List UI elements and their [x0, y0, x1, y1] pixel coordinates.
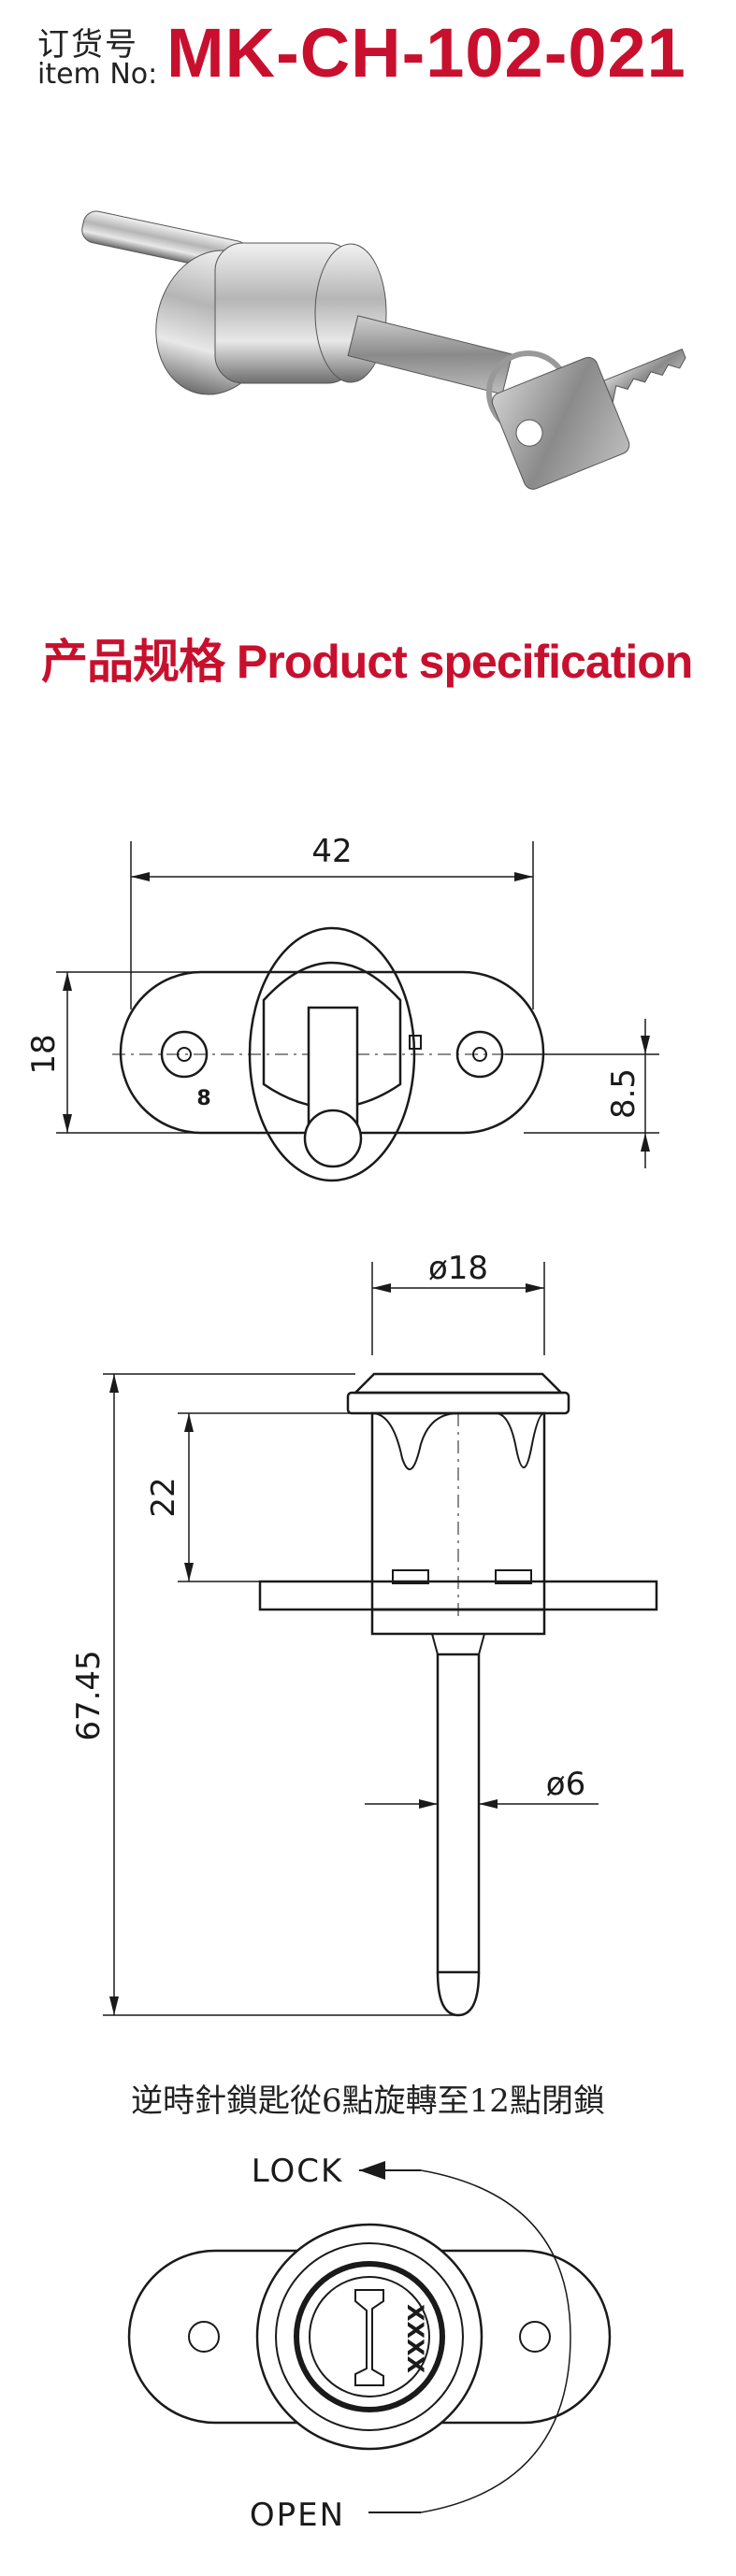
- front-view-drawing: 42 18 8.5 8: [25, 833, 659, 1182]
- flange-outline: [119, 970, 545, 1135]
- model-number: MK-CH-102-021: [166, 14, 686, 92]
- keyway-shape: [354, 2289, 384, 2386]
- dim-total-length-text: 67.45: [70, 1650, 108, 1740]
- code-label: XXXX: [402, 2304, 428, 2374]
- rotation-caption: 逆時針鎖匙從6點旋轉至12點閉鎖: [131, 2082, 605, 2120]
- dim-shaft-text: ø6: [546, 1766, 585, 1803]
- shaft-outline: [436, 1653, 481, 1974]
- mark-text: 8: [196, 1087, 210, 1110]
- dim-diameter-text: ø18: [428, 1250, 488, 1287]
- lock-with-keys-photo: [81, 210, 686, 490]
- lock-arrow-icon: [359, 2161, 385, 2180]
- item-number-label-cn: 订货号: [37, 26, 138, 64]
- rotation-flange-outline: [127, 2249, 612, 2425]
- key-blade-shape: [347, 315, 513, 395]
- open-label: OPEN: [250, 2497, 345, 2534]
- key-head-shape: [491, 356, 630, 490]
- side-view-drawing: ø18 22 67.45 ø6: [70, 1250, 658, 2017]
- spec-title: 产品规格 Product specification: [41, 636, 693, 688]
- dim-height-text: 18: [25, 1034, 63, 1074]
- key-teeth-shape: [603, 348, 686, 405]
- item-number-label-en: item No:: [37, 58, 158, 91]
- dim-body-height-text: 22: [145, 1477, 182, 1517]
- lock-label: LOCK: [252, 2153, 344, 2190]
- rotation-diagram: LOCK XXXX OPEN: [127, 2153, 612, 2534]
- dim-width-text: 42: [311, 833, 352, 870]
- dim-offset-text: 8.5: [605, 1068, 642, 1119]
- rotation-arc: [420, 2169, 571, 2513]
